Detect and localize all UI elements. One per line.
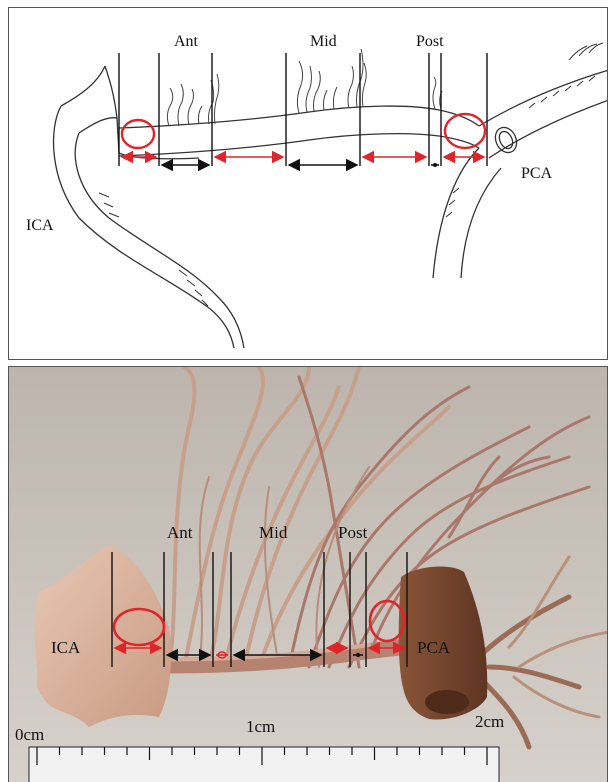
ica-vessel-drawing — [54, 66, 244, 348]
label-mid: Mid — [310, 33, 337, 50]
label-pca: PCA — [521, 165, 553, 182]
label-ica: ICA — [26, 217, 54, 234]
pca-vessel-drawing — [433, 43, 608, 278]
segment-divider-lines — [119, 53, 487, 166]
schematic-svg: Ant Mid Post ICA PCA — [9, 8, 608, 360]
label-ant: Ant — [174, 33, 199, 50]
ruler-label-2cm: 2cm — [475, 712, 504, 731]
photo-label-mid: Mid — [259, 523, 288, 542]
perforator-branches — [167, 49, 442, 126]
ica-junction-circle — [122, 120, 154, 148]
schematic-diagram-panel: Ant Mid Post ICA PCA — [8, 7, 608, 360]
specimen-photo-svg: Ant Mid Post ICA PCA 0cm 1cm 2cm — [9, 367, 608, 782]
scale-ruler — [29, 747, 499, 782]
communicating-artery-drawing — [119, 106, 479, 156]
ruler-label-1cm: 1cm — [246, 717, 275, 736]
ruler-label-0cm: 0cm — [15, 725, 44, 744]
photo-label-post: Post — [338, 523, 368, 542]
pca-junction-circle — [445, 114, 485, 148]
specimen-photo-panel: Ant Mid Post ICA PCA 0cm 1cm 2cm — [8, 366, 608, 782]
photo-label-pca: PCA — [417, 638, 451, 657]
label-post: Post — [416, 33, 444, 50]
photo-label-ant: Ant — [167, 523, 193, 542]
photo-label-ica: ICA — [51, 638, 81, 657]
